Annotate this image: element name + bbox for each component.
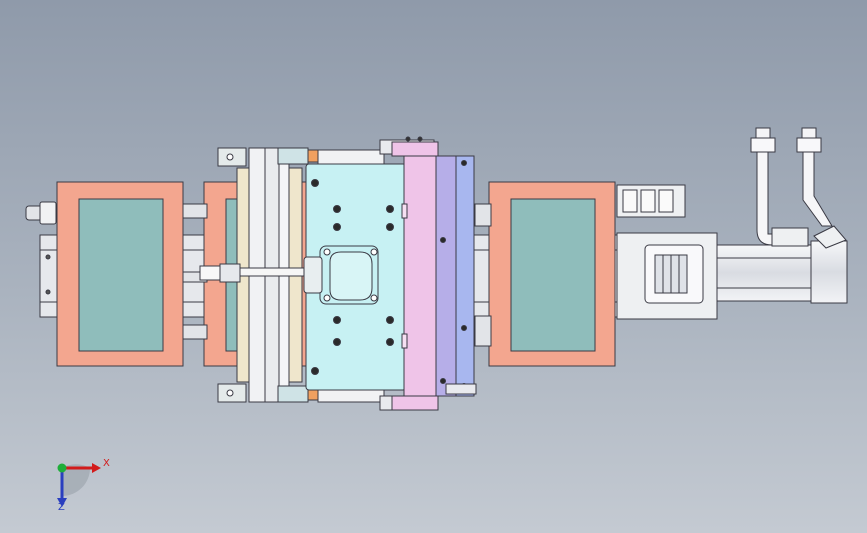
pink-block-bottom bbox=[391, 395, 439, 411]
sensor-connector bbox=[199, 265, 223, 281]
orange-spacer bbox=[307, 149, 319, 163]
blue-block bbox=[455, 155, 475, 397]
pink-hole bbox=[417, 136, 423, 142]
gear-motor-hole bbox=[370, 248, 378, 256]
x-axis-label: X bbox=[103, 458, 110, 469]
z-axis-label: Z bbox=[58, 502, 65, 513]
plate-bolt bbox=[311, 367, 319, 375]
drag-chain-link bbox=[622, 189, 638, 213]
x-axis-arrowhead bbox=[92, 463, 101, 473]
encoder-connector-tip bbox=[796, 137, 822, 153]
carriage-bar bbox=[182, 324, 208, 340]
plate-bolt bbox=[333, 223, 341, 231]
carriage-bar bbox=[182, 203, 208, 219]
cable-gland bbox=[813, 225, 847, 249]
left-frame-window bbox=[78, 198, 164, 352]
carriage-bar bbox=[474, 203, 492, 227]
guide-cap bbox=[277, 147, 309, 165]
plate-bolt bbox=[311, 179, 319, 187]
plate-bolt bbox=[386, 205, 394, 213]
blue-bolt bbox=[461, 325, 467, 331]
drag-chain-link bbox=[640, 189, 656, 213]
plate-bolt bbox=[386, 316, 394, 324]
cable bbox=[237, 267, 315, 277]
pink-slot bbox=[401, 203, 408, 219]
pink-block bbox=[403, 155, 437, 397]
left-end-nut bbox=[39, 201, 57, 225]
triad-shadow bbox=[62, 464, 90, 496]
bracket-hole bbox=[226, 389, 234, 397]
lavender-block bbox=[435, 155, 457, 397]
gear-motor-hole bbox=[323, 248, 331, 256]
plate-bolt bbox=[333, 205, 341, 213]
lavender-bolt bbox=[440, 378, 446, 384]
lavender-bolt bbox=[440, 237, 446, 243]
sensor-connector-tip bbox=[219, 263, 241, 283]
y-axis-dot bbox=[57, 463, 67, 473]
z-axis-arrowhead bbox=[57, 498, 67, 507]
motor-connector-tip bbox=[750, 137, 776, 153]
plate-bolt bbox=[386, 338, 394, 346]
axis-triad bbox=[57, 463, 101, 507]
blue-bolt bbox=[461, 160, 467, 166]
plate-bolt bbox=[386, 223, 394, 231]
right-frame-window bbox=[510, 198, 596, 352]
base-hole bbox=[45, 289, 51, 295]
gear-motor-hole bbox=[370, 294, 378, 302]
blue-tab bbox=[445, 383, 477, 395]
plate-bolt bbox=[333, 338, 341, 346]
base-hole bbox=[45, 254, 51, 260]
carriage-bar bbox=[474, 315, 492, 347]
gear-motor-body bbox=[329, 251, 373, 301]
gear-motor-flange bbox=[303, 256, 323, 294]
gear-motor-hole bbox=[323, 294, 331, 302]
plate-bolt bbox=[333, 316, 341, 324]
cable-gland bbox=[771, 227, 809, 247]
servo-motor-endcap bbox=[810, 240, 848, 304]
encoder-cable bbox=[802, 151, 833, 227]
drag-chain-link bbox=[658, 189, 674, 213]
guide-cap bbox=[277, 385, 309, 403]
top-rail bbox=[317, 149, 385, 165]
bracket-hole bbox=[226, 153, 234, 161]
pink-hole bbox=[405, 136, 411, 142]
servo-motor-body bbox=[716, 244, 814, 302]
pink-slot bbox=[401, 333, 408, 349]
pink-block-top bbox=[391, 141, 439, 157]
